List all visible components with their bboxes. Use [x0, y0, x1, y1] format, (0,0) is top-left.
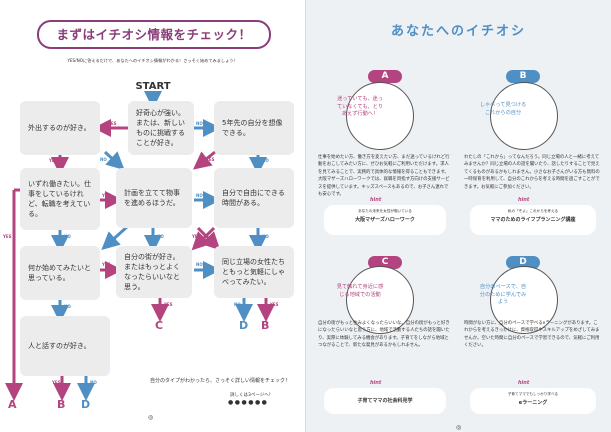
card-a[interactable]: あなたの未来を女性が働いている 大阪マザーズハローワーク	[324, 205, 446, 235]
result-d-label: D	[239, 319, 249, 332]
hint-d: hint	[518, 380, 530, 386]
no-label: NO	[157, 234, 164, 239]
question-box-start: 何か始めてみたいと思っている。	[20, 246, 100, 300]
question-box-hometown: 自分の街が好き。またはもっとよくなったらいいなと思う。	[116, 246, 192, 298]
see-page-text: 詳しくは3ページへ！	[230, 393, 274, 398]
card-d-title: eラーニング	[518, 400, 548, 406]
question-box-future: 5年先の自分を想像できる。	[214, 101, 294, 155]
bubble-c: 見て触れて身近に感じる地域での活動	[336, 284, 384, 298]
yes-label: YES	[102, 262, 111, 267]
start-label: START	[135, 81, 171, 92]
yes-label: YES	[108, 121, 117, 126]
page-title: まずはイチオシ情報をチェック！	[37, 20, 271, 49]
bubble-b: しゃべって見つけるこれからの自分	[479, 102, 527, 116]
yes-label: YES	[192, 234, 201, 239]
paragraph-d: 時間がない方に、自分のペースで学べるeラーニングがあります。これからを考えるきっ…	[464, 321, 600, 349]
badge-b: B	[506, 70, 540, 83]
badge-d: D	[506, 256, 540, 269]
card-b-title: ママのためのライフプランニング講座	[490, 217, 576, 223]
dot-row: ●●●●●●	[228, 399, 269, 406]
question-box-talk-women: 同じ立場の女性たちともっと気軽にしゃべってみたい。	[214, 246, 294, 298]
no-label: NO	[234, 302, 241, 307]
no-label: NO	[90, 380, 97, 385]
yes-label: YES	[3, 234, 12, 239]
left-page: まずはイチオシ情報をチェック！ YES/NOに答えるだけで、あなたへのイチオシ情…	[0, 0, 305, 432]
illustration-d	[490, 266, 558, 334]
yes-label: YES	[49, 158, 58, 163]
result-b-label: B	[261, 319, 270, 332]
card-c[interactable]: 子育てママの社会科見学	[324, 388, 446, 414]
result-d-label: D	[81, 398, 91, 411]
question-box-talking: 人と話すのが好き。	[20, 316, 110, 376]
intro-text: YES/NOに答えるだけで、あなたへのイチオシ情報がわかる！さっそく始めてみまし…	[67, 58, 238, 63]
question-box-planning: 計画を立てて物事を進めるほうだ。	[116, 168, 192, 228]
yes-label: YES	[52, 380, 61, 385]
card-c-title: 子育てママの社会科見学	[357, 398, 413, 404]
card-b[interactable]: 私の「ぞよ」これからを考える ママのためのライフプランニング講座	[470, 205, 596, 235]
hint-c: hint	[370, 380, 382, 386]
illustration-a	[346, 82, 414, 150]
no-label: NO	[64, 304, 71, 309]
badge-c: C	[368, 256, 402, 269]
yes-label: YES	[270, 302, 279, 307]
yes-label: YES	[206, 157, 215, 162]
yes-label: YES	[102, 193, 111, 198]
question-box-free-time: 自分で自由にできる時間がある。	[214, 168, 294, 228]
right-page: あなたへのイチオシ A 迷っていても、迷っていなくても、とりあえず行動へ！ 仕事…	[306, 0, 611, 432]
check-details-text: 自分のタイプがわかったら、さっそく詳しい情報をチェック！	[150, 378, 291, 384]
bubble-d: 自分のペースで、自分のために学んでみよう	[479, 284, 527, 305]
question-box-work: いずれ働きたい。仕事をしているけれど、転職を考えている。	[20, 168, 100, 230]
card-a-sub: あなたの未来を女性が働いている	[358, 209, 412, 213]
card-a-title: 大阪マザーズハローワーク	[355, 217, 415, 223]
hint-a: hint	[370, 197, 382, 203]
no-label: NO	[64, 234, 71, 239]
result-c-label: C	[155, 319, 164, 332]
no-label: NO	[196, 262, 203, 267]
hint-b: hint	[518, 197, 530, 203]
illustration-b	[490, 82, 558, 150]
paragraph-a: 仕事を始めたい方、働き方を変えたい方、まだ迷っているけれど行動をおこしてみたい方…	[318, 155, 450, 198]
card-b-sub: 私の「ぞよ」これからを考える	[507, 209, 559, 213]
paragraph-c: 自分の街がもっと住みよくなったらいいな。自分の街がもっと好きになったらいいなと思…	[318, 321, 450, 349]
page-number: ◎	[148, 414, 154, 421]
question-box-curiosity: 好奇心が強い。または、新しいものに挑戦することが好き。	[128, 101, 194, 155]
no-label: NO	[100, 157, 107, 162]
result-b-label: B	[57, 398, 66, 411]
result-a-label: A	[8, 398, 17, 411]
right-page-number: ◎	[456, 424, 462, 431]
paragraph-b: わたしの「これから」ってなんだろう。同じ立場の人と一緒に考えてみませんか？同じ立…	[464, 155, 600, 190]
question-box-outdoors: 外出するのが好き。	[20, 101, 100, 155]
card-d-sub: 子育てママでもしっかり学べる	[507, 392, 559, 396]
no-label: NO	[262, 234, 269, 239]
no-label: NO	[196, 193, 203, 198]
no-label: NO	[262, 158, 269, 163]
card-d[interactable]: 子育てママでもしっかり学べる eラーニング	[470, 388, 596, 414]
right-page-title: あなたへのイチオシ	[390, 24, 526, 39]
yes-label: YES	[164, 302, 173, 307]
illustration-c	[346, 266, 414, 334]
badge-a: A	[368, 70, 402, 83]
no-label: NO	[196, 121, 203, 126]
bubble-a: 迷っていても、迷っていなくても、とりあえず行動へ！	[336, 96, 384, 117]
flow-arrows	[5, 91, 275, 401]
